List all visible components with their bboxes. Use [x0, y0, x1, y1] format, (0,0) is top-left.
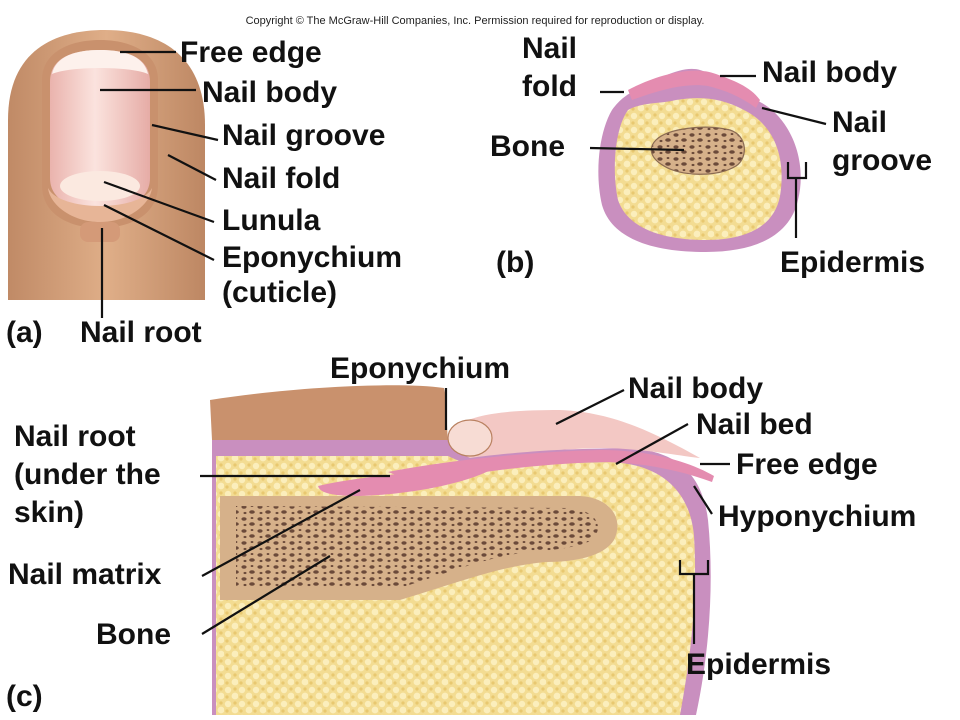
nail-body-c	[388, 450, 714, 484]
label-nail-root-c-3: skin)	[14, 496, 84, 529]
eponychium-shape	[48, 188, 152, 222]
label-nail-groove-b-1: Nail	[832, 106, 887, 139]
nail-body-b	[628, 70, 760, 108]
free-edge-shape	[52, 50, 148, 74]
panel-b-cross-section: Nail fold Nail body Nail groove Bone (b)…	[490, 32, 932, 279]
leader-nail-body-c	[555, 389, 625, 425]
panel-c-longitudinal-section: Eponychium Nail body Nail bed Nail root …	[6, 352, 916, 715]
leader-lunula-a	[103, 180, 215, 224]
label-bone-b: Bone	[490, 130, 565, 163]
label-nail-root-c-2: (under the	[14, 458, 161, 491]
lunula-shape	[60, 171, 140, 201]
panel-c-tag: (c)	[6, 680, 43, 713]
label-nail-body-c: Nail body	[628, 372, 763, 405]
label-eponychium-c: Eponychium	[330, 352, 510, 385]
label-bone-c: Bone	[96, 618, 171, 651]
leader-nail-matrix-c	[201, 489, 361, 577]
leader-nail-groove-a	[151, 123, 219, 142]
label-epidermis-b: Epidermis	[780, 246, 925, 279]
label-nail-fold-a: Nail fold	[222, 162, 340, 195]
label-nail-groove-a: Nail groove	[222, 119, 385, 152]
label-free-edge-c: Free edge	[736, 448, 878, 481]
label-nail-matrix-c: Nail matrix	[8, 558, 162, 591]
leader-hyponychium-c	[693, 485, 713, 515]
label-nail-bed-c: Nail bed	[696, 408, 813, 441]
leader-bone-c	[201, 555, 331, 635]
label-hyponychium-c: Hyponychium	[718, 500, 916, 533]
panel-b-tag: (b)	[496, 246, 534, 279]
label-nail-fold-b-2: fold	[522, 70, 577, 103]
panel-a-tag: (a)	[6, 316, 43, 349]
bone-b	[650, 126, 745, 175]
label-nail-body-a: Nail body	[202, 76, 337, 109]
panel-a-fingertip: Free edge Nail body Nail groove Nail fol…	[6, 30, 402, 349]
nail-surface-c	[454, 410, 700, 458]
label-eponychium-a: Eponychium	[222, 241, 402, 274]
label-epidermis-c: Epidermis	[686, 648, 831, 681]
label-nail-body-b: Nail body	[762, 56, 897, 89]
skin-top-c	[210, 385, 448, 440]
label-cuticle-a: (cuticle)	[222, 276, 337, 309]
nail-root-shape	[80, 222, 120, 242]
label-lunula-a: Lunula	[222, 204, 321, 237]
label-nail-root-a: Nail root	[80, 316, 202, 349]
bone-spongy-c	[236, 506, 598, 588]
leader-nail-groove-b	[761, 106, 827, 126]
leader-nail-bed-c	[615, 423, 689, 465]
label-nail-fold-b-1: Nail	[522, 32, 577, 65]
leader-nail-fold-a	[167, 154, 217, 181]
label-free-edge-a: Free edge	[180, 36, 322, 69]
eponychium-fold-c	[447, 419, 493, 457]
copyright-text: Copyright © The McGraw-Hill Companies, I…	[246, 15, 705, 27]
label-nail-root-c-1: Nail root	[14, 420, 136, 453]
leader-eponychium-a	[103, 204, 215, 261]
leader-bone-b	[589, 146, 685, 152]
label-nail-groove-b-2: groove	[832, 144, 932, 177]
